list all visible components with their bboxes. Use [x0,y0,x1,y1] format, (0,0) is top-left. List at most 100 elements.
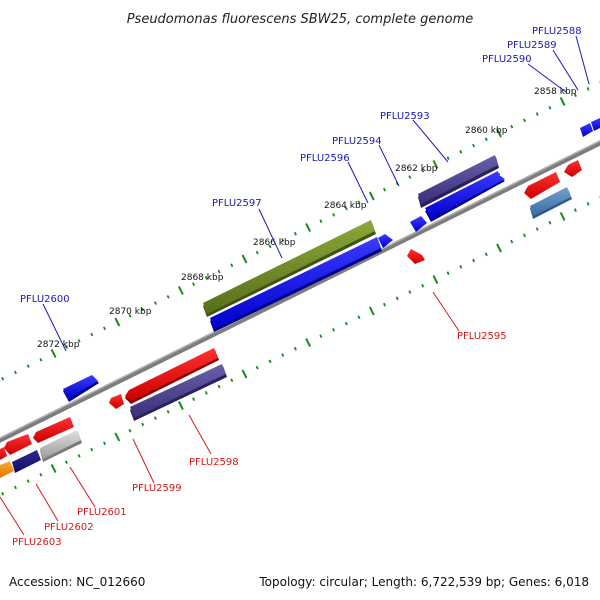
scale-tick [535,227,539,231]
gene-label-pflu2594[interactable]: PFLU2594 [332,136,382,147]
scale-tick [241,254,248,264]
scale-tick [166,294,170,299]
scale-tick [26,364,30,368]
scale-tick [559,96,566,106]
scale-tick [573,208,577,212]
gene-label-pflu2601[interactable]: PFLU2601 [77,507,127,518]
scale-label: 2872 kbp [37,340,80,350]
scale-tick [382,187,387,192]
scale-tick [268,244,272,249]
scale-tick [50,464,57,473]
scale-ticks [1,81,600,496]
scale-tick [484,252,488,257]
scale-tick [368,306,375,316]
scale-tick [77,454,81,458]
scale-tick [178,286,184,295]
scale-tick [432,274,439,284]
gene-label-pflu2590[interactable]: PFLU2590 [482,54,532,65]
gene-arrow-red-left-1[interactable] [33,417,74,443]
scale-tick [459,150,463,154]
scale-tick [153,301,157,305]
scale-tick [128,428,132,433]
gene-arrow-long-red[interactable] [125,348,219,404]
scale-tick [293,231,297,236]
gene-label-pflu2600[interactable]: PFLU2600 [20,294,70,305]
gene-label-pflu2593[interactable]: PFLU2593 [380,111,430,122]
gene-arrow-pflu2593[interactable] [418,155,499,208]
top-strand-genes [63,118,600,402]
top-gene-labels: PFLU2588 PFLU2589 PFLU2590 PFLU2593 PFLU… [20,26,582,305]
scale-labels: 2858 kbp 2860 kbp 2862 kbp 2864 kbp 2866… [37,87,577,350]
scale-tick [217,384,221,389]
scale-tick [357,200,361,205]
top-leader-lines [42,35,590,352]
gene-arrow-pflu2589[interactable] [591,118,600,131]
gene-arrow-red-edge[interactable] [0,447,7,460]
gene-label-pflu2588[interactable]: PFLU2588 [532,26,582,37]
gene-arrow-small-blue[interactable] [378,234,393,248]
scale-label: 2864 kbp [324,201,367,211]
gene-arrow-pflu2599[interactable] [109,394,124,409]
gene-arrow-pflu2600[interactable] [63,375,99,402]
scale-tick [548,105,552,110]
gene-label-pflu2597[interactable]: PFLU2597 [212,198,262,209]
scale-tick [1,491,5,496]
scale-tick [319,219,323,223]
gene-arrow-pflu2603[interactable] [0,461,14,478]
scale-tick [382,302,387,307]
scale-tick [305,222,311,232]
scale-tick [522,233,527,238]
gene-label-pflu2599[interactable]: PFLU2599 [132,483,182,494]
gene-arrow-red-left-2[interactable] [4,434,32,455]
gene-label-pflu2603[interactable]: PFLU2603 [12,537,62,548]
scale-tick [102,326,107,331]
scale-tick [64,460,68,465]
scale-label: 2862 kbp [395,164,438,174]
gene-arrow-steel[interactable] [530,187,572,219]
gene-arrow-pflu2601[interactable] [40,430,82,462]
gene-arrow-pflu2594[interactable] [425,171,505,222]
scale-tick [102,441,107,446]
gene-label-pflu2595[interactable]: PFLU2595 [457,331,507,342]
gene-arrow-pflu2602[interactable] [12,450,41,473]
scale-tick [293,346,297,351]
scale-tick [39,472,43,477]
scale-tick [13,370,17,375]
scale-label: 2860 kbp [465,126,508,136]
scale-tick [64,345,68,350]
scale-tick [432,159,439,169]
gene-arrow-pflu2596[interactable] [410,216,427,232]
gene-label-pflu2602[interactable]: PFLU2602 [44,522,94,533]
scale-tick [548,220,552,225]
scale-tick [586,87,590,91]
gene-arrow-long-blue[interactable] [210,237,382,332]
scale-tick [50,349,57,358]
gene-label-pflu2598[interactable]: PFLU2598 [189,457,239,468]
gene-arrow-pflu2595[interactable] [407,249,425,264]
gene-label-pflu2589[interactable]: PFLU2589 [507,40,557,51]
scale-tick [522,118,527,123]
scale-tick [344,321,348,326]
gene-arrow-pflu2597[interactable] [203,220,376,317]
scale-tick [344,206,348,211]
scale-tick [305,337,311,347]
scale-tick [166,409,170,414]
scale-tick [496,128,502,138]
gene-arrow-red-right-2[interactable] [564,160,582,177]
scale-tick [192,282,196,286]
gene-label-pflu2596[interactable]: PFLU2596 [300,153,350,164]
scale-tick [241,369,248,379]
scale-tick [255,250,259,255]
scale-tick [559,211,566,221]
gene-arrow-red-right-1[interactable] [524,172,560,199]
scale-tick [319,334,323,338]
gene-arrow-pflu2598[interactable] [130,364,227,421]
scale-tick [114,317,121,327]
scale-tick [255,365,259,370]
scale-tick [510,239,514,244]
scale-tick [230,263,234,268]
scale-tick [368,191,375,201]
scale-tick [446,271,450,275]
gene-arrow-pflu2588[interactable] [580,123,593,137]
